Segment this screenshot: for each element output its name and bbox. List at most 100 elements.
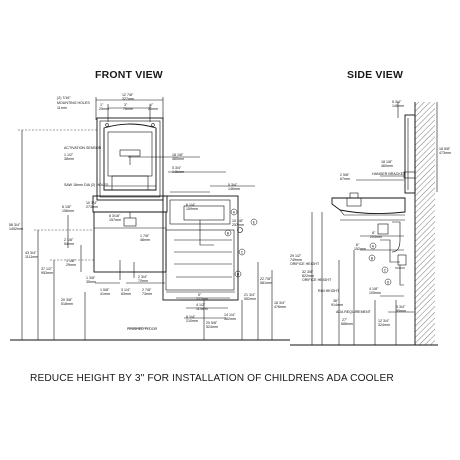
installation-caption: REDUCE HEIGHT BY 3" FOR INSTALLATION OF …	[30, 373, 394, 384]
dim-6-1-8-mm: 156mm	[62, 209, 74, 213]
side-dim-18-5-8: 18 5/8"	[439, 147, 451, 151]
dim-top-left: 1"	[100, 103, 104, 107]
side-dim-6: 6"	[356, 243, 360, 247]
rim-height-label: RIM HEIGHT	[318, 289, 340, 293]
dim-21-3-4: 21 3/4"	[244, 293, 256, 297]
side-dim-36-mm: 914mm	[331, 303, 343, 307]
dim-top-right-mm: 25mm	[148, 107, 158, 111]
side-dimension-labels: 5 3/4" 146mm 18 5/8" 473mm 18 1/8" 460mm…	[290, 100, 451, 327]
ada-req-label: ADA REQUIREMENT	[336, 310, 372, 314]
side-dim-27: 27"	[342, 318, 348, 322]
callout-c: C	[241, 250, 244, 254]
dim-5-3-4-mm: 146mm	[172, 170, 184, 174]
dim-20-3-8: 20 3/8"	[61, 298, 73, 302]
side-callout-d: D	[387, 280, 390, 284]
side-dim-4-1-8: 4 1/8"	[369, 287, 379, 291]
dim-14-1-4: 14 1/4"	[224, 313, 236, 317]
holes-note: SAW 18mm DIA (2) HOLES	[64, 183, 109, 187]
side-dim-27-mm: 686mm	[341, 322, 353, 326]
dim-2-7-8: 2 7/8"	[142, 288, 152, 292]
dim-8-1-4: 8 1/4"	[186, 315, 196, 319]
dim-top-left-mm: 25mm	[99, 107, 109, 111]
dim-1-1-8-mm: 29mm	[66, 263, 76, 267]
dim-21-3-4-mm: 552mm	[244, 297, 256, 301]
dim-3-1-4: 3 1/4"	[121, 288, 131, 292]
dim-4-1-2: 4 1/2"	[196, 303, 206, 307]
dim-20-5-8-mm: 524mm	[206, 325, 218, 329]
dim-37: 37 1/2"	[41, 267, 53, 271]
front-view	[10, 97, 290, 341]
side-dim-18-5-8-mm: 473mm	[439, 151, 451, 155]
dim-1-3-8-mm: 35mm	[86, 280, 96, 284]
dim-5-mm: 127mm	[196, 297, 208, 301]
side-dim-5-3-4-mm: 146mm	[392, 104, 404, 108]
dim-22-7-8-mm: 581mm	[260, 281, 272, 285]
side-dim-18-1-8: 18 1/8"	[381, 160, 393, 164]
dim-5: 5"	[198, 293, 202, 297]
dim-20-5-8: 20 5/8"	[206, 321, 218, 325]
dim-10-1-8: 10 1/8"	[232, 219, 244, 223]
callout-a: A	[233, 210, 236, 214]
side-callouts	[368, 242, 392, 286]
dim-58-mm: 1492mm	[9, 227, 23, 231]
dim-8-1-4-mm: 210mm	[186, 319, 198, 323]
dim-1-3-8: 1 3/8"	[86, 276, 96, 280]
activation-sensor-label: ACTIVATION SENSOR	[64, 146, 102, 150]
side-dim-29-mm: 749mm	[290, 258, 302, 262]
callout-e: E	[253, 220, 256, 224]
dim-sensor-mm: 38mm	[64, 157, 74, 161]
dim-top-right: 1"	[150, 103, 154, 107]
dim-top-width: 12 7/8"	[122, 93, 134, 97]
dim-58: 58 3/4"	[9, 223, 21, 227]
dim-1-5-8-mm: 41mm	[100, 292, 110, 296]
side-dim-32: 32 3/8"	[302, 270, 314, 274]
side-dim-18-1-8-mm: 460mm	[381, 164, 393, 168]
side-view-title: SIDE VIEW	[347, 69, 404, 81]
orifice-height-label: ORIFICE HEIGHT	[290, 262, 320, 266]
side-dim-6-mm: 152mm	[354, 247, 366, 251]
side-dim-2-5-8-mm: 67mm	[340, 177, 350, 181]
dim-20-3-8-mm: 518mm	[61, 302, 73, 306]
side-dim-2-5-8: 2 5/8"	[340, 173, 350, 177]
dim-22-7-8: 22 7/8"	[260, 277, 272, 281]
dim-1-7-8-mm: 48mm	[140, 238, 150, 242]
callout-b: B	[227, 231, 230, 235]
hanger-bracket-label: HANGER BRACKET	[372, 172, 406, 176]
dim-2-1-8-mm: 54mm	[64, 242, 74, 246]
dim-1-5-8: 1 5/8"	[100, 288, 110, 292]
side-dim-36: 36"	[333, 299, 339, 303]
dim-4-1-2-mm: 114mm	[196, 307, 208, 311]
front-dimension-labels: 12 7/8" 327mm 1" 25mm 3" 76mm 1" 25mm (2…	[9, 93, 286, 331]
mounting-holes-mm: 11mm	[57, 106, 67, 110]
side-view	[290, 102, 438, 346]
side-dim-12-mm: 324mm	[378, 323, 390, 327]
dim-14-1-4-mm: 362mm	[224, 317, 236, 321]
side-callout-c: C	[384, 268, 387, 272]
dim-2-3-4-mm: 70mm	[138, 279, 148, 283]
dim-6-1-8: 6 1/8"	[62, 205, 72, 209]
dim-sensor: 1 1/2"	[64, 153, 74, 157]
dim-1-1-8: 1 1/8"	[66, 259, 76, 263]
side-dim-32-mm: 822mm	[302, 274, 314, 278]
dim-6-3-16-mm: 157mm	[109, 218, 121, 222]
side-dim-12: 12 3/4"	[378, 319, 390, 323]
dim-2-3-4: 2 3/4"	[138, 275, 148, 279]
dim-43-mm: 1111mm	[25, 255, 38, 259]
dim-5-3-4: 5 3/4"	[172, 166, 182, 170]
dim-2-7-8-mm: 73mm	[142, 292, 152, 296]
dim-6-1-4: 6 1/4"	[186, 203, 196, 207]
front-view-title: FRONT VIEW	[95, 69, 163, 81]
dim-10-1-8-mm: 257mm	[232, 223, 244, 227]
orifice-height-b-label: ORIFICE HEIGHT	[302, 278, 332, 282]
dim-width-18-mm: 460mm	[172, 157, 184, 161]
finished-floor-label: FINISHED FLOOR	[127, 327, 158, 331]
dim-6-1-4-mm: 159mm	[186, 207, 198, 211]
dim-top-center: 3"	[124, 103, 128, 107]
dim-6-3-16: 6 3/16"	[109, 214, 121, 218]
dim-5-3-4-b-mm: 146mm	[228, 187, 240, 191]
dim-10-3-4-mm: 273mm	[86, 205, 98, 209]
side-callout-a: A	[372, 244, 375, 248]
front-callouts	[224, 208, 258, 278]
